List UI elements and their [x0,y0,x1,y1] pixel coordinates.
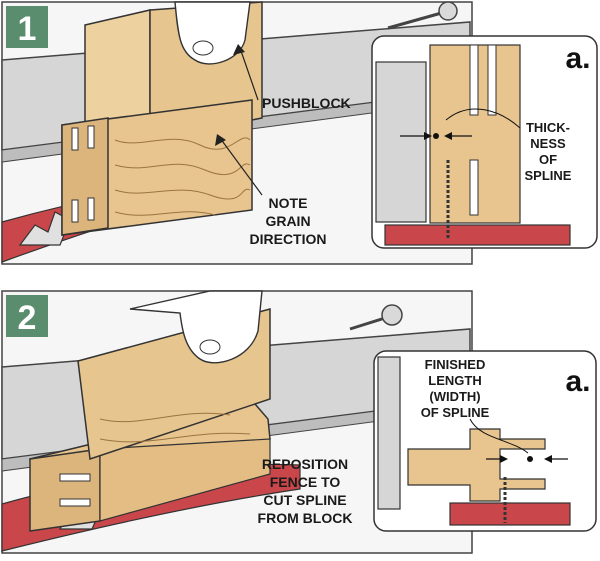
inset-1-table [384,224,571,246]
arrowhead [424,132,432,140]
inset-2-label-line-4: OF SPLINE [421,405,490,420]
hand [129,290,263,364]
inset-1-label-line-1: THICK- [526,120,570,135]
spline-block-side [99,438,271,522]
step-2-number: 2 [18,299,37,337]
step-1-badge [6,6,48,48]
slot [71,127,79,151]
note-label-line-3: DIRECTION [250,231,327,247]
fence-rod [349,315,389,331]
inset-1-leader [445,108,521,129]
grain-line [114,211,216,216]
inset-1-slot [469,159,479,216]
inset-2-leader [469,418,529,454]
grain-line [99,412,231,423]
grain-line [114,137,251,150]
slot [59,473,91,482]
inset-2-letter: a. [565,365,590,398]
fence-knob [381,304,403,326]
inset-2-spline-block [407,428,546,502]
arrowhead [444,132,452,140]
arrowhead [215,134,226,146]
slot [71,199,79,223]
inset-1-dot [433,133,439,139]
arrowhead [500,455,508,463]
inset-1-label-line-4: SPLINE [525,168,572,183]
step-2-illustration: REPOSITION FENCE TO CUT SPLINE FROM BLOC… [1,290,597,554]
thumb [199,339,221,355]
fence-rod [387,10,446,30]
inset-1-letter: a. [565,42,590,75]
reposition-label-line-2: FENCE TO [270,474,341,490]
thumb [192,40,214,56]
inset-2-table [449,502,571,526]
step-1-number: 1 [18,10,37,48]
inset-1-label-line-2: NESS [530,136,566,151]
slot [87,125,95,149]
step-1-panel: PUSHBLOCK NOTE GRAIN DIRECTION 1 a. THIC… [0,0,600,272]
reposition-label-line-3: CUT SPLINE [263,492,346,508]
note-label-line-2: GRAIN [265,213,310,229]
pushblock-label: PUSHBLOCK [262,95,351,111]
grain-line [99,432,251,443]
saw-blade [18,211,71,246]
step-2-badge [6,295,48,337]
grain-leader [219,137,263,196]
inset-2-label-line-3: (WIDTH) [429,389,480,404]
slot [87,197,95,221]
workpiece-end [61,117,109,236]
step-1-illustration: PUSHBLOCK NOTE GRAIN DIRECTION 1 a. THIC… [1,1,598,265]
grain-line [114,188,251,200]
inset-2-dot [527,456,533,462]
pushblock-leader [239,47,259,101]
inset-2-label-line-1: FINISHED [425,357,486,372]
step-2-panel: REPOSITION FENCE TO CUT SPLINE FROM BLOC… [0,289,600,561]
fence-knob [438,1,458,21]
reposition-label-line-1: REPOSITION [262,456,348,472]
slot [59,498,91,507]
spline-block-end [29,448,101,532]
inset-1-fence [375,61,427,223]
arrowhead [544,455,552,463]
inset-2-label-line-2: LENGTH [428,373,481,388]
inset-1-label-line-3: OF [539,152,557,167]
note-label-line-1: NOTE [269,195,308,211]
arrowhead [233,44,245,55]
inset-1-slot [469,44,479,116]
inset-1-slot [487,44,497,116]
reposition-label-line-4: FROM BLOCK [258,510,353,526]
inset-2-fence [377,356,401,510]
